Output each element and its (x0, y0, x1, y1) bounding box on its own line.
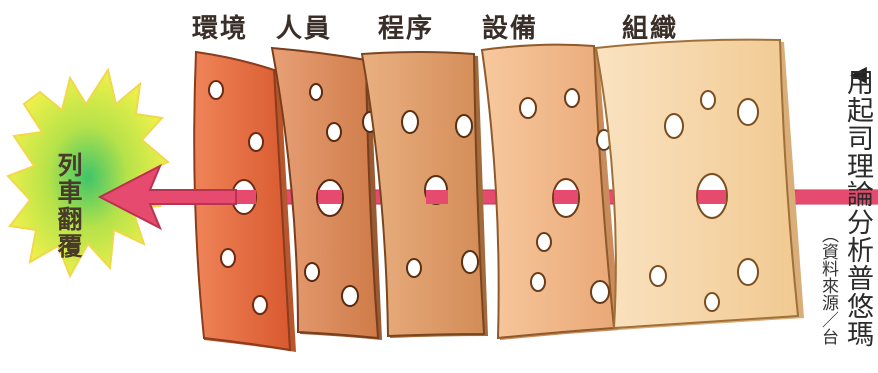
layer-label-organization: 組織 (622, 14, 679, 44)
pointer-arrow-icon: ◀ (850, 62, 867, 87)
outcome-label: 列車翻覆 (54, 152, 83, 260)
cheese-slice-procedure (360, 51, 488, 338)
caption: 用起司理論分析普悠瑪 (842, 68, 873, 348)
layer-label-personnel: 人員 (276, 14, 333, 44)
cheese-slice-equipment (480, 43, 620, 341)
arrow-through-holes (232, 190, 878, 204)
source-note: （資料來源／台 (818, 226, 838, 345)
layer-label-procedure: 程序 (378, 14, 435, 44)
layer-label-equipment: 設備 (482, 14, 539, 44)
layer-label-environment: 環境 (192, 14, 249, 44)
cheese-slice-organization (594, 38, 804, 331)
explosion-burst (6, 67, 170, 279)
arrow-head (97, 163, 237, 231)
